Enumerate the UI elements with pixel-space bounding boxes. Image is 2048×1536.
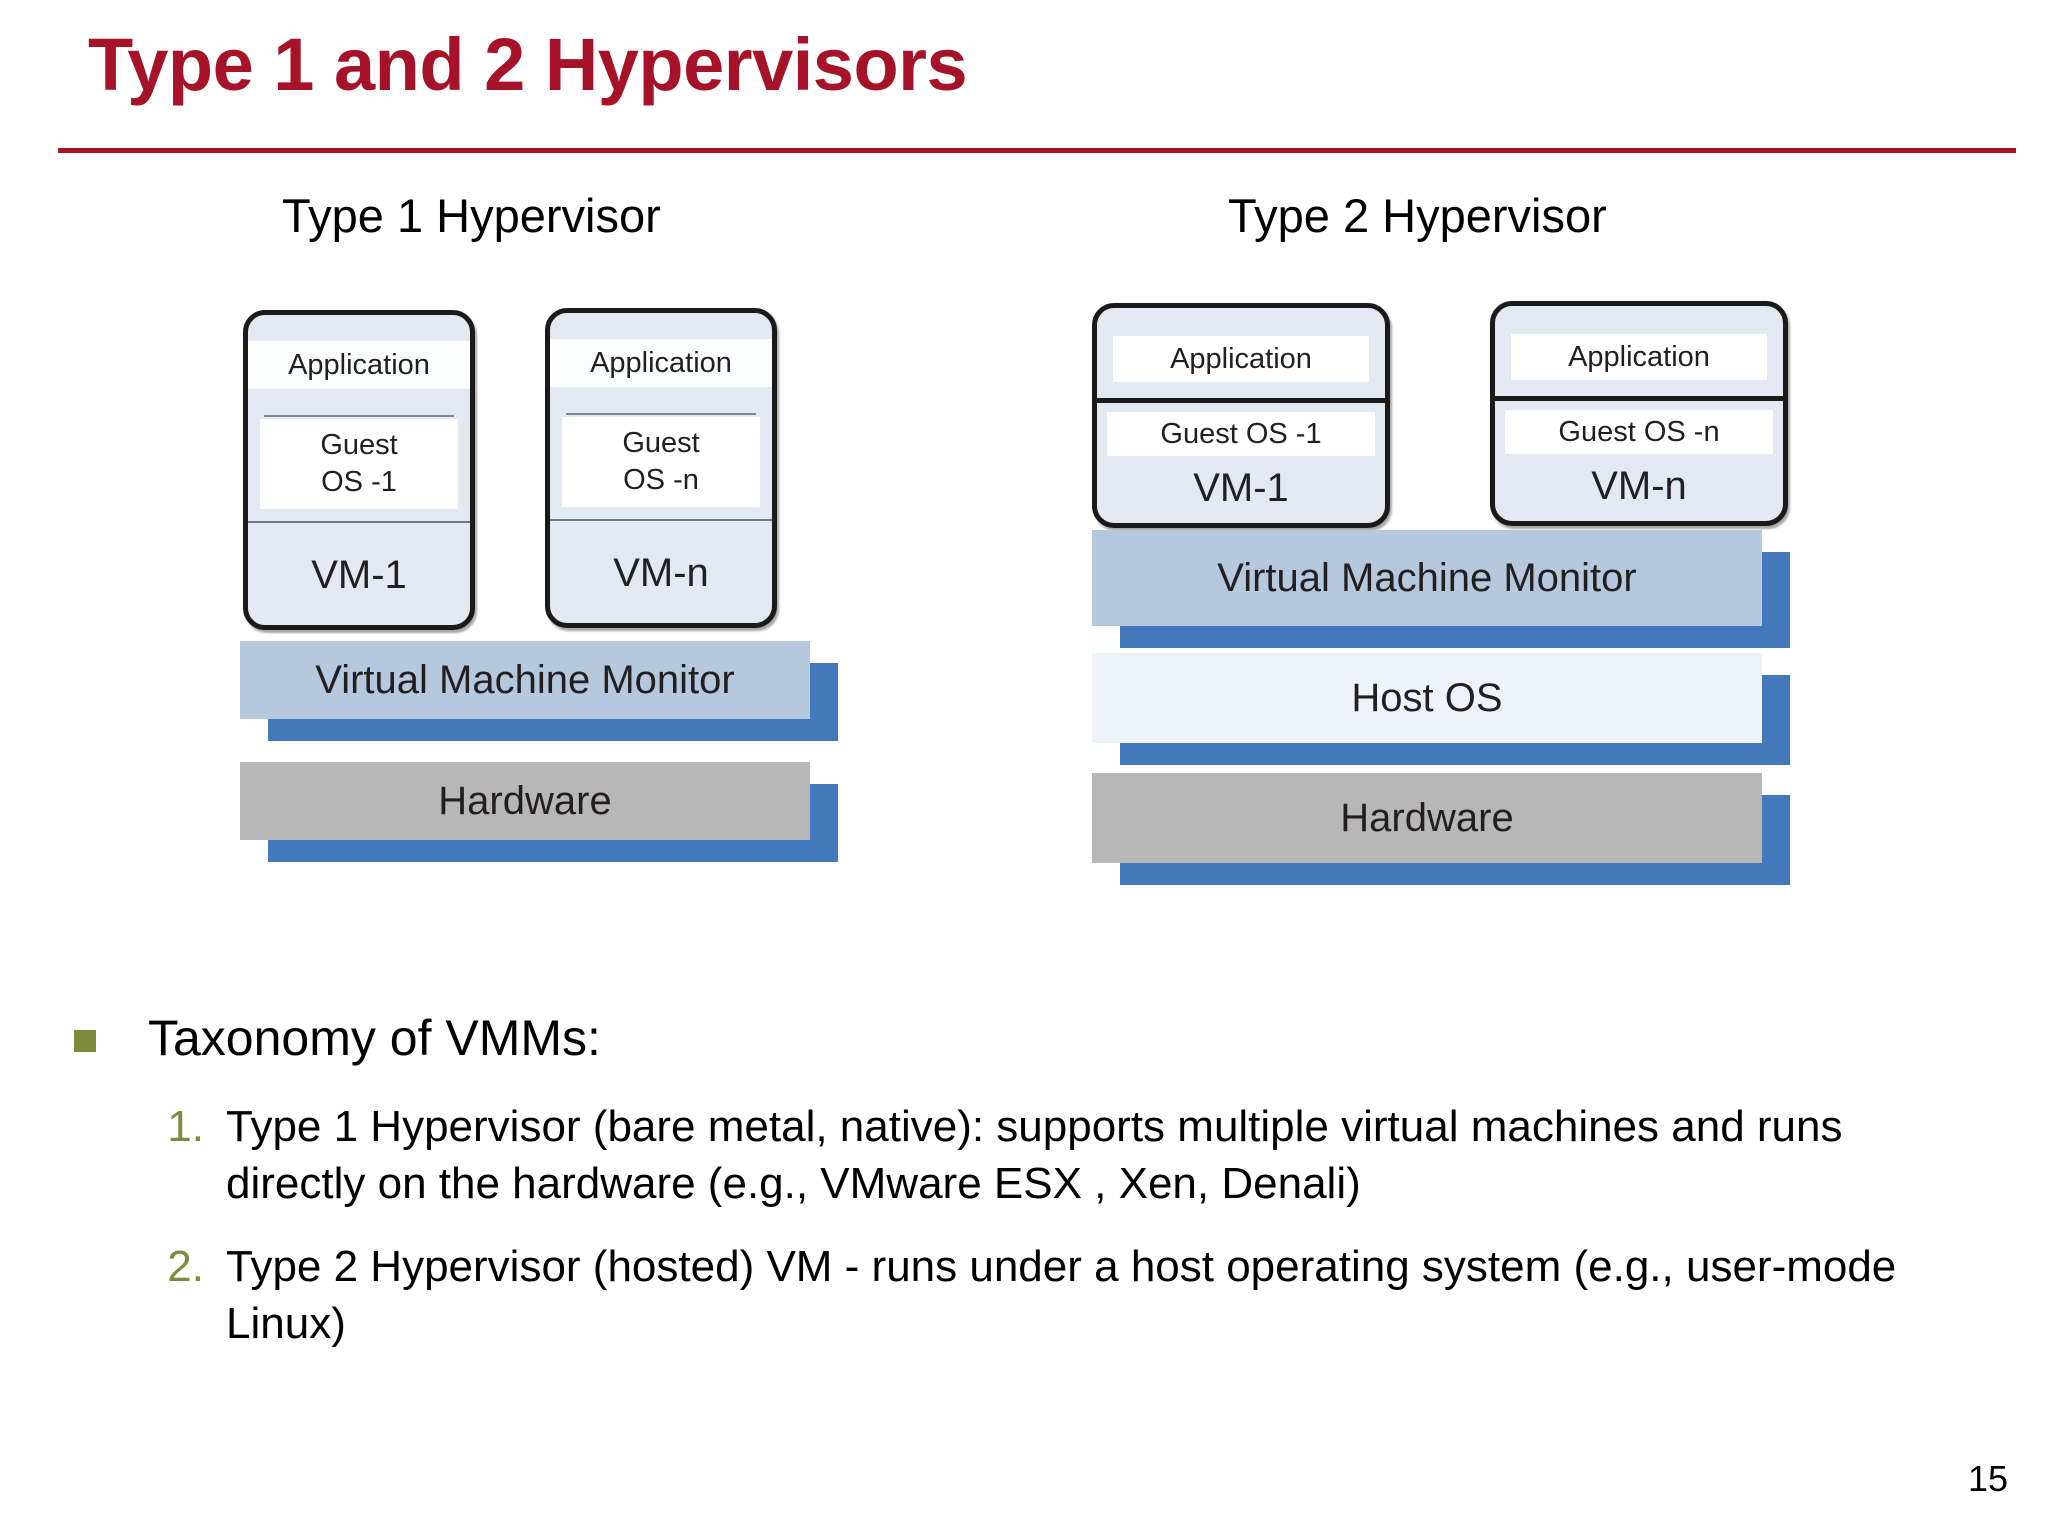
type1-vmn-application-label: Application: [550, 339, 772, 387]
bullet-item-label: Taxonomy of VMMs:: [148, 1010, 601, 1066]
type1-vmn-name-label: VM-n: [613, 550, 709, 595]
type2-vm1-name-label: VM-1: [1193, 465, 1289, 510]
bullet-item-taxonomy: Taxonomy of VMMs:: [74, 1010, 1974, 1068]
type2-vm1-divider: [1097, 398, 1385, 403]
type2-vmn-name-label: VM-n: [1591, 463, 1687, 508]
type1-layer-hardware: Hardware: [240, 762, 838, 862]
numbered-item-1-text: Type 1 Hypervisor (bare metal, native): …: [226, 1102, 1843, 1209]
type1-layer-vmm: Virtual Machine Monitor: [240, 641, 838, 741]
type1-vm-box-1: Application Guest OS -1 VM-1: [243, 310, 475, 630]
type1-vm1-application-label: Application: [248, 341, 470, 389]
numbered-item-2-marker: 2.: [167, 1242, 204, 1291]
type1-layer-hardware-label: Hardware: [240, 762, 810, 840]
numbered-item-2-text: Type 2 Hypervisor (hosted) VM - runs und…: [226, 1242, 1897, 1349]
type2-layer-vmm: Virtual Machine Monitor: [1092, 530, 1790, 648]
type2-vm1-application-label: Application: [1113, 336, 1369, 382]
type2-vm-box-1: Application Guest OS -1 VM-1: [1092, 303, 1390, 528]
type1-vm1-guest-line2: OS -1: [321, 466, 397, 498]
type2-vmn-divider: [1495, 396, 1783, 401]
numbered-item-2: 2. Type 2 Hypervisor (hosted) VM - runs …: [160, 1238, 1950, 1352]
type2-vm1-guest-os-label: Guest OS -1: [1107, 412, 1375, 456]
type1-vmn-guest-os-box: Guest OS -n: [562, 417, 760, 507]
type2-layer-hostos: Host OS: [1092, 653, 1790, 765]
page-title: Type 1 and 2 Hypervisors: [88, 23, 968, 106]
type1-vm1-guest-os-box: Guest OS -1: [260, 419, 458, 509]
type2-layer-hardware-label: Hardware: [1092, 773, 1762, 863]
type2-layer-vmm-label: Virtual Machine Monitor: [1092, 530, 1762, 626]
type1-vm1-name-label: VM-1: [311, 552, 407, 597]
hypervisor-diagram: Type 1 Hypervisor Type 2 Hypervisor Appl…: [0, 175, 2048, 915]
diagram-heading-type2: Type 2 Hypervisor: [1228, 189, 1607, 242]
title-underline-rule: [58, 148, 2016, 153]
type1-layer-vmm-label: Virtual Machine Monitor: [240, 641, 810, 719]
type2-layer-hostos-label: Host OS: [1092, 653, 1762, 743]
type1-vm1-guest-line1: Guest: [320, 428, 398, 461]
type1-vmn-guest-line2: OS -n: [623, 464, 699, 496]
type1-vm1-divider: [248, 521, 470, 523]
page-number: 15: [1967, 1458, 2008, 1499]
type1-vm-box-n: Application Guest OS -n VM-n: [545, 308, 777, 628]
type1-vmn-separator: [566, 413, 756, 415]
diagram-heading-type1: Type 1 Hypervisor: [282, 189, 661, 242]
type2-vmn-guest-os-label: Guest OS -n: [1505, 410, 1773, 454]
type2-layer-hardware: Hardware: [1092, 773, 1790, 885]
type2-vmn-application-label: Application: [1511, 334, 1767, 380]
type1-vmn-guest-line1: Guest: [622, 426, 700, 459]
type2-vm-box-n: Application Guest OS -n VM-n: [1490, 301, 1788, 526]
bullet-square-icon: [74, 1030, 96, 1052]
numbered-item-1-marker: 1.: [167, 1102, 204, 1151]
type1-vmn-divider: [550, 519, 772, 521]
numbered-item-1: 1. Type 1 Hypervisor (bare metal, native…: [160, 1098, 1950, 1212]
type1-vm1-separator: [264, 415, 454, 417]
